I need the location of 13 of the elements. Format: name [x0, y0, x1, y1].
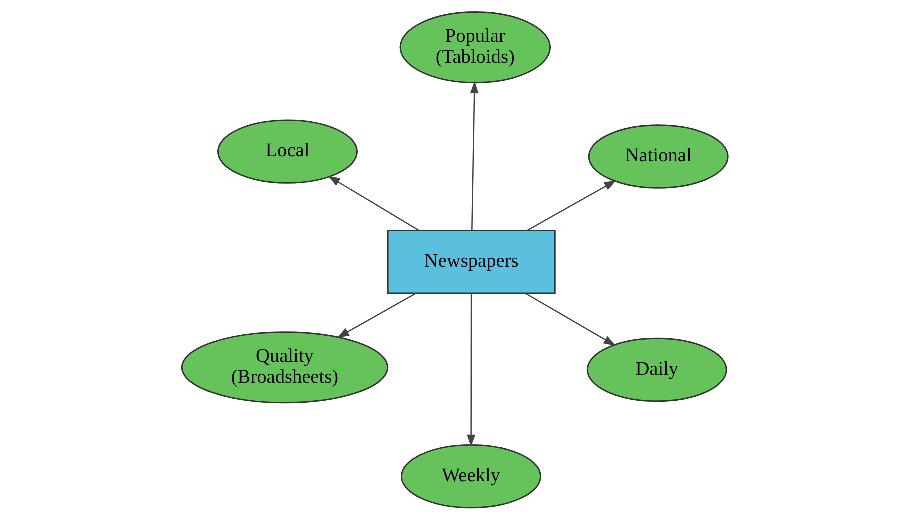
- node-ellipse: National: [588, 124, 729, 189]
- node-ellipse: Weekly: [400, 444, 542, 509]
- node-ellipse: Quality (Broadsheets): [181, 332, 389, 404]
- arrow: [527, 180, 617, 232]
- node-box: Newspapers: [387, 230, 556, 294]
- node-ellipse: Local: [217, 120, 358, 184]
- arrow: [467, 294, 476, 448]
- arrow: [470, 81, 479, 230]
- arrow: [328, 176, 420, 232]
- node-ellipse: Daily: [586, 338, 728, 402]
- node-ellipse: Popular (Tabloids): [400, 12, 552, 84]
- arrow: [525, 293, 616, 346]
- arrow: [337, 293, 416, 338]
